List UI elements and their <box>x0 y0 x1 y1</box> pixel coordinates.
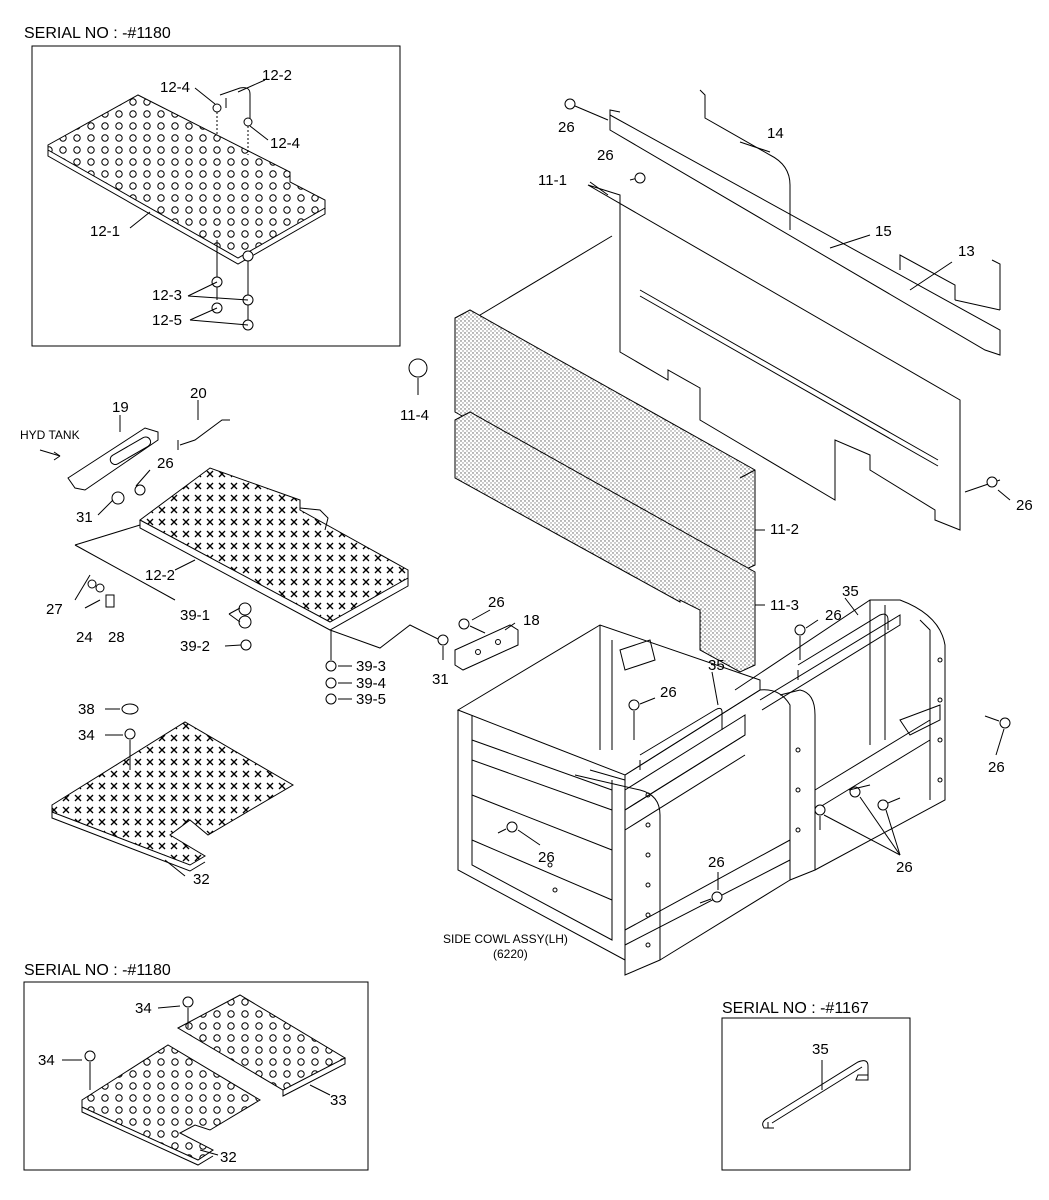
label-26: 26 <box>157 455 174 472</box>
label-11-3: 11-3 <box>770 597 799 614</box>
serial-header-bottom-left: SERIAL NO : -#1180 <box>24 962 171 979</box>
serial-header-bottom-right: SERIAL NO : -#1167 <box>722 1000 869 1017</box>
label-11-4: 11-4 <box>400 407 429 424</box>
side-cowl-ref: (6220) <box>493 947 528 961</box>
knob-11-4 <box>408 358 428 378</box>
label-26: 26 <box>660 684 677 701</box>
label-12-4: 12-4 <box>270 135 300 152</box>
rod-14 <box>699 89 791 230</box>
label-26: 26 <box>488 594 505 611</box>
label-28: 28 <box>108 629 125 646</box>
label-34: 34 <box>135 1000 152 1017</box>
label-26: 26 <box>538 849 555 866</box>
rod-13 <box>991 259 1001 310</box>
label-15: 15 <box>875 223 892 240</box>
label-12-2: 12-2 <box>145 567 175 584</box>
label-12-2: 12-2 <box>262 67 292 84</box>
label-33: 33 <box>330 1092 347 1109</box>
label-26: 26 <box>597 147 614 164</box>
side-cowl-note: SIDE COWL ASSY(LH) <box>443 932 568 946</box>
floor-plate-32 <box>51 703 294 877</box>
label-39-1: 39-1 <box>180 607 210 624</box>
label-26: 26 <box>825 607 842 624</box>
label-39-4: 39-4 <box>356 675 386 692</box>
inset-handle-early <box>721 1017 911 1171</box>
bracket-18 <box>437 609 519 671</box>
label-24: 24 <box>76 629 93 646</box>
label-34: 34 <box>38 1052 55 1069</box>
label-26: 26 <box>708 854 725 871</box>
label-26: 26 <box>896 859 913 876</box>
handle-12-2 <box>219 87 251 120</box>
rear-panel-assembly <box>454 89 1011 531</box>
label-12-5: 12-5 <box>152 312 182 329</box>
label-39-5: 39-5 <box>356 691 386 708</box>
label-12-4: 12-4 <box>160 79 190 96</box>
label-26: 26 <box>1016 497 1033 514</box>
label-11-2: 11-2 <box>770 521 799 538</box>
label-19: 19 <box>112 399 129 416</box>
label-31: 31 <box>76 509 93 526</box>
label-35: 35 <box>842 583 859 600</box>
label-35: 35 <box>812 1041 829 1058</box>
label-12-1: 12-1 <box>90 223 120 240</box>
label-38: 38 <box>78 701 95 718</box>
label-11-1: 11-1 <box>538 172 567 189</box>
serial-header-top-left: SERIAL NO : -#1180 <box>24 25 171 42</box>
label-20: 20 <box>190 385 207 402</box>
label-26: 26 <box>558 119 575 136</box>
label-26: 26 <box>988 759 1005 776</box>
label-18: 18 <box>523 612 540 629</box>
label-34: 34 <box>78 727 95 744</box>
label-14: 14 <box>767 125 784 142</box>
label-27: 27 <box>46 601 63 618</box>
hyd-tank-note: HYD TANK <box>20 428 80 442</box>
label-31: 31 <box>432 671 449 688</box>
main-frame <box>456 597 1011 976</box>
inset-floor-plates-early <box>23 981 369 1171</box>
label-32: 32 <box>220 1149 237 1166</box>
label-12-3: 12-3 <box>152 287 182 304</box>
label-32: 32 <box>193 871 210 888</box>
foam-panels <box>408 309 765 673</box>
label-39-3: 39-3 <box>356 658 386 675</box>
label-39-2: 39-2 <box>180 638 210 655</box>
inset-floor-plate-early <box>31 45 401 347</box>
label-35: 35 <box>708 657 725 674</box>
step-plate-assembly <box>39 400 441 705</box>
label-13: 13 <box>958 243 975 260</box>
